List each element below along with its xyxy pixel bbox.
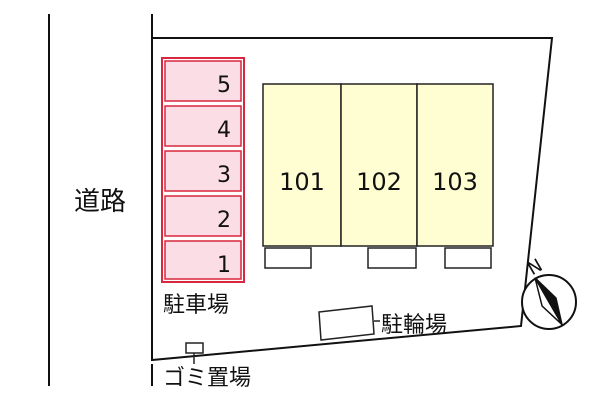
parking-space-number: 1	[217, 253, 231, 278]
parking-space-number: 4	[217, 118, 231, 143]
parking-area: 5 4 3 2 1	[161, 57, 245, 283]
parking-space: 3	[164, 150, 242, 192]
unit-number: 101	[279, 168, 325, 196]
parking-label: 駐車場	[163, 293, 229, 318]
garbage-area: ゴミ置場	[163, 342, 251, 391]
parking-space-4	[164, 105, 242, 147]
bicycle-parking-label: 駐輪場	[381, 313, 447, 338]
parking-space: 2	[164, 195, 242, 237]
unit-entrance	[264, 247, 312, 269]
unit-entrance	[367, 247, 417, 269]
bicycle-parking: 駐輪場	[318, 305, 447, 341]
compass: N	[521, 255, 577, 330]
parking-space: 1	[164, 240, 242, 280]
bicycle-parking-box	[318, 305, 375, 341]
road-label: 道路	[74, 187, 126, 217]
parking-space-number: 3	[217, 163, 231, 188]
unit-102	[340, 83, 418, 247]
parking-space-number: 2	[217, 208, 231, 233]
parking-space: 4	[164, 105, 242, 147]
parking-space: 5	[164, 60, 242, 102]
unit-number: 102	[356, 168, 402, 196]
parking-space-1	[164, 240, 242, 280]
unit: 103	[416, 83, 494, 269]
unit: 102	[340, 83, 418, 269]
parking-outline	[161, 57, 245, 283]
unit-103	[416, 83, 494, 247]
north-arrow-icon	[534, 277, 563, 326]
garbage-area-label: ゴミ置場	[163, 366, 251, 391]
parking-space-2	[164, 195, 242, 237]
unit-101	[262, 83, 342, 247]
parking-space-3	[164, 150, 242, 192]
parking-space-number: 5	[217, 73, 231, 98]
building: 101 102 103	[262, 83, 494, 269]
unit-number: 103	[432, 168, 478, 196]
garbage-area-box	[185, 342, 204, 354]
unit: 101	[262, 83, 342, 269]
parking-space-5	[164, 60, 242, 102]
unit-entrance	[444, 247, 492, 269]
